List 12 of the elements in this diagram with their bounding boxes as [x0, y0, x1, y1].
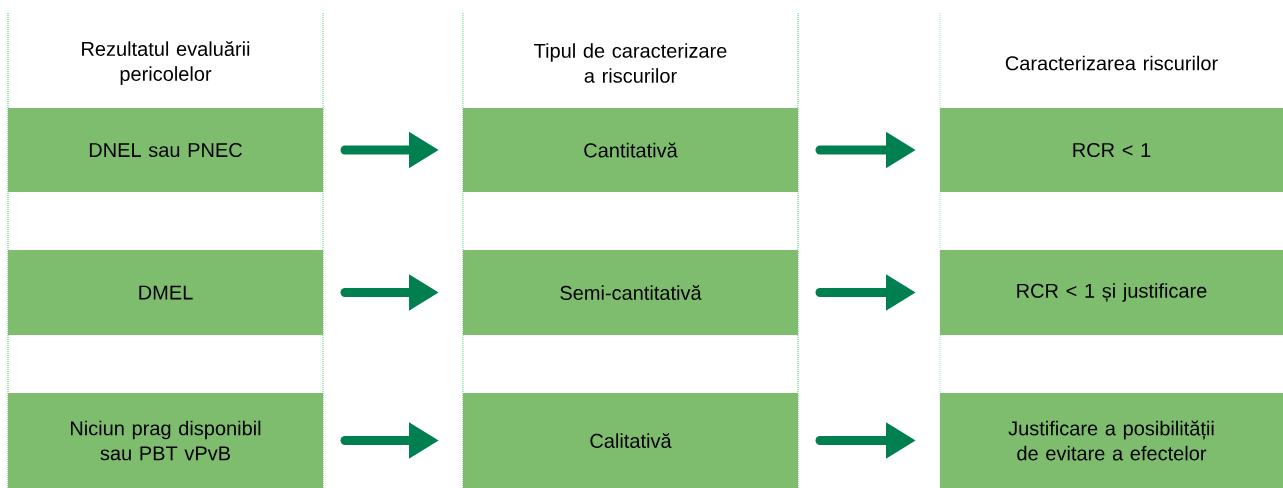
column-heading: Tipul de caracterizare a riscurilor [534, 43, 727, 83]
result-box: Semi-cantitativă [463, 250, 798, 335]
result-box: Niciun prag disponibil sau PBT vPvB [8, 393, 323, 488]
result-box: DNEL sau PNEC [8, 108, 323, 192]
result-box: Calitativă [463, 393, 798, 488]
result-box: RCR < 1 [940, 108, 1283, 192]
column-heading: Caracterizarea riscurilor [1005, 55, 1218, 71]
result-box: DMEL [8, 250, 323, 335]
result-box: RCR < 1 și justificare [940, 250, 1283, 335]
column-heading: Rezultatul evaluării pericolelor [82, 41, 250, 85]
result-box: Cantitativă [463, 108, 798, 192]
result-box: Justificare a posibilității de evitare a efectelor [940, 393, 1283, 488]
